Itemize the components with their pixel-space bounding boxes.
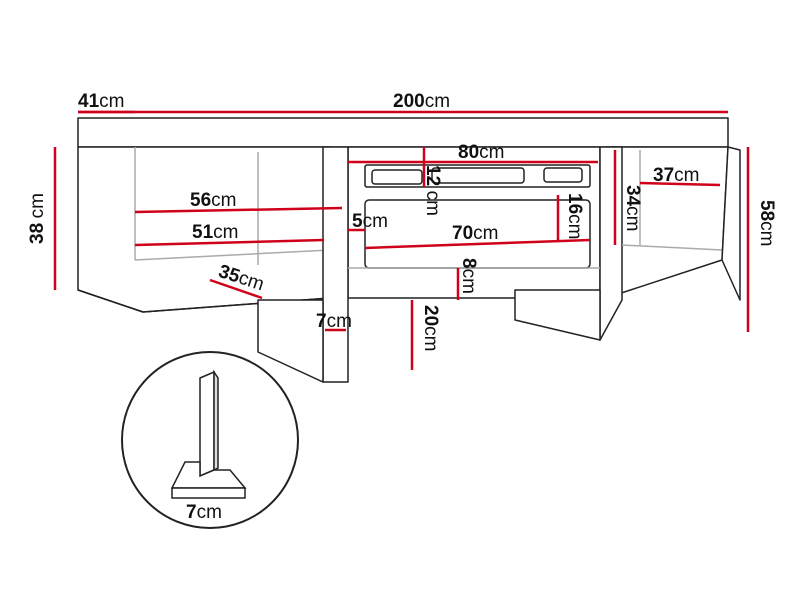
dim-70 bbox=[364, 238, 591, 250]
label-center-bottom-height: 8cm bbox=[458, 258, 479, 294]
label-left-shelf-top: 56cm bbox=[190, 190, 237, 211]
right-side-panel bbox=[721, 146, 741, 301]
leg-detail-inset bbox=[121, 351, 299, 529]
label-leg-width: 7cm bbox=[316, 311, 352, 332]
dim-51 bbox=[134, 238, 325, 247]
label-detail-leg-width: 7cm bbox=[186, 502, 222, 523]
dim-35 bbox=[209, 278, 263, 300]
dim-56 bbox=[134, 206, 343, 214]
label-center-top-height: 12 cm bbox=[422, 165, 443, 216]
top-panel bbox=[77, 117, 729, 148]
left-divider bbox=[322, 146, 349, 383]
label-center-inner-height: 16cm bbox=[564, 193, 585, 240]
label-height-side: 38 cm bbox=[27, 193, 48, 244]
leg-right bbox=[514, 289, 601, 341]
label-center-inner-width: 70cm bbox=[452, 223, 499, 244]
label-center-width: 80cm bbox=[458, 142, 505, 163]
leg-left bbox=[257, 299, 324, 383]
label-width: 200cm bbox=[393, 91, 451, 112]
label-right-shelf-height: 34cm bbox=[622, 185, 643, 232]
label-left-shelf-bottom: 51cm bbox=[192, 222, 239, 243]
label-right-shelf-width: 37cm bbox=[653, 165, 700, 186]
label-center-gap: 5cm bbox=[352, 211, 388, 232]
right-divider bbox=[599, 146, 623, 341]
label-height-total: 58cm bbox=[756, 200, 777, 247]
label-depth: 41cm bbox=[78, 91, 125, 112]
label-leg-height: 20cm bbox=[420, 305, 441, 352]
dim-37 bbox=[639, 181, 721, 187]
